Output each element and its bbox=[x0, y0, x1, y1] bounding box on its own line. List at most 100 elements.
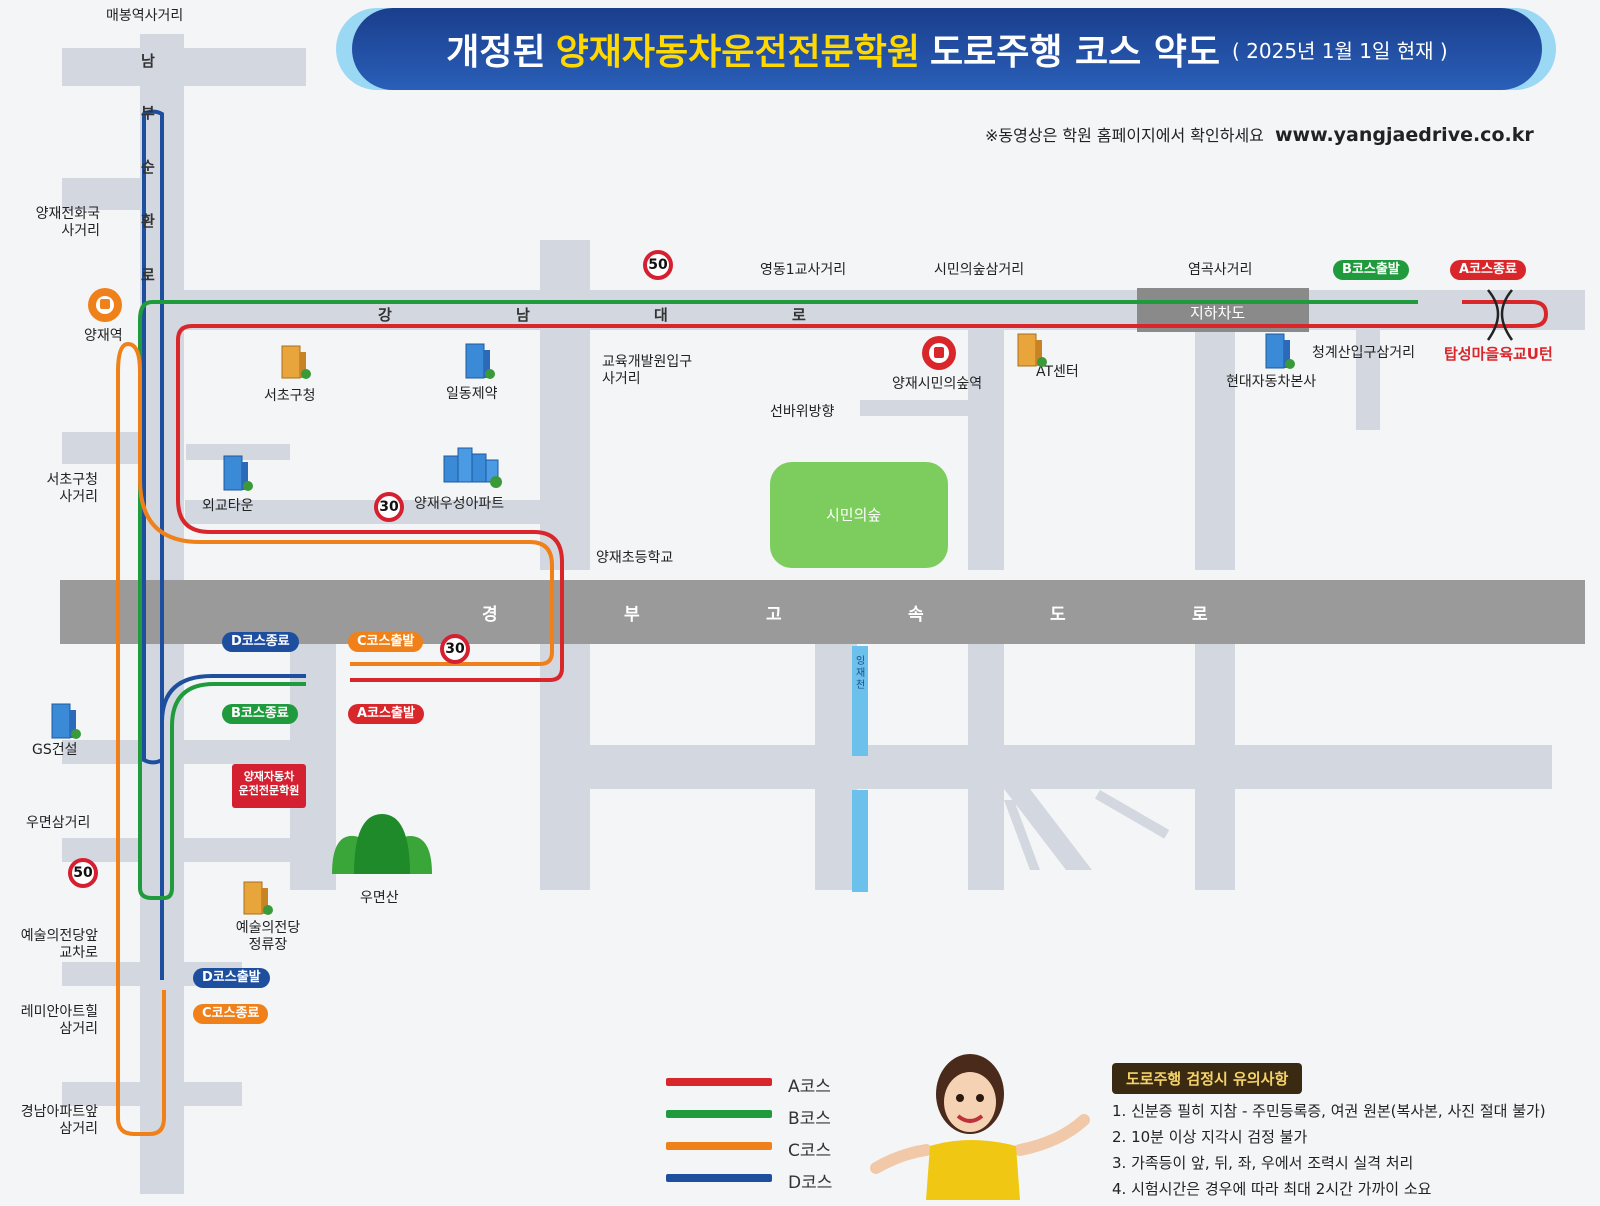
gyeongbu-char-3: 고 bbox=[766, 605, 782, 625]
building-icon bbox=[223, 455, 253, 491]
badge-b-start: B코스출발 bbox=[1333, 260, 1409, 280]
badge-d-start: D코스출발 bbox=[193, 968, 270, 988]
label-citizen-forest-station: 양재시민의숲역 bbox=[892, 376, 983, 392]
label-seocho-office: 서초구청 bbox=[264, 388, 316, 404]
label-citizen-forest: 시민의숲 bbox=[826, 506, 882, 524]
notice-title: 도로주행 검정시 유의사항 bbox=[1112, 1063, 1303, 1094]
badge-b-end: B코스종료 bbox=[222, 704, 298, 724]
label-elementary: 양재초등학교 bbox=[596, 550, 674, 566]
label-maebong-cross: 매봉역사거리 bbox=[106, 8, 184, 24]
notice-item-3: 3. 가족등이 앞, 뒤, 좌, 우에서 조력시 실격 처리 bbox=[1112, 1154, 1414, 1172]
nambu-char-3: 순 bbox=[141, 158, 155, 176]
gyeongbu-char-4: 속 bbox=[908, 605, 924, 625]
notice-item-4: 4. 시험시간은 경우에 따라 최대 2시간 가까이 소요 bbox=[1112, 1180, 1432, 1198]
label-at-center: AT센터 bbox=[1036, 364, 1079, 380]
yangjae-stream-south bbox=[852, 790, 868, 892]
instructor-character-icon bbox=[870, 1054, 1090, 1200]
label-raemian-cross: 레미안아트힐 삼거리 bbox=[20, 1004, 98, 1037]
label-ildong: 일동제약 bbox=[446, 386, 498, 402]
speed-limit-sign-icon: 30 bbox=[374, 492, 404, 522]
title-banner: 개정된 양재자동차운전전문학원 도로주행 코스 약도 ( 2025년 1월 1일… bbox=[352, 8, 1542, 90]
label-arts-center-cross: 예술의전당앞 교차로 bbox=[20, 928, 98, 961]
nambu-char-2: 부 bbox=[141, 104, 155, 122]
yangjae-stream bbox=[852, 646, 868, 756]
subway-station-icon bbox=[922, 336, 956, 370]
label-gyeongnam-cross: 경남아파트앞 삼거리 bbox=[20, 1104, 98, 1137]
label-tapseong-uturn: 탑성마을육교U턴 bbox=[1444, 345, 1553, 363]
course-d-route-end bbox=[160, 674, 306, 723]
building-icon bbox=[243, 881, 273, 915]
notice-item-1: 1. 신분증 필히 지참 - 주민등록증, 여권 원본(복사본, 사진 절대 불… bbox=[1112, 1102, 1546, 1120]
title-date: ( 2025년 1월 1일 현재 ) bbox=[1231, 38, 1448, 63]
course-c-route bbox=[116, 341, 554, 1136]
label-seocho-office-cross: 서초구청 사거리 bbox=[46, 472, 98, 505]
apartment-icon bbox=[443, 447, 502, 488]
legend-label-a: A코스 bbox=[788, 1077, 831, 1097]
badge-a-end: A코스종료 bbox=[1450, 260, 1526, 280]
badge-c-end: C코스종료 bbox=[193, 1004, 269, 1024]
badge-d-end: D코스종료 bbox=[222, 632, 299, 652]
gangnam-char-3: 대 bbox=[654, 306, 668, 324]
gangnam-char-1: 강 bbox=[378, 306, 392, 324]
legend-line-a bbox=[666, 1078, 772, 1086]
title-academy: 양재자동차운전전문학원 bbox=[555, 32, 920, 73]
speed-limit-sign-icon: 50 bbox=[68, 858, 98, 888]
legend-label-d: D코스 bbox=[788, 1173, 833, 1193]
legend-line-c bbox=[666, 1142, 772, 1150]
homepage-note-text: ※동영상은 학원 홈페이지에서 확인하세요 bbox=[985, 126, 1264, 145]
notice-item-2: 2. 10분 이상 지각시 검정 불가 bbox=[1112, 1128, 1308, 1146]
label-sunbawi: 선바위방향 bbox=[770, 404, 835, 420]
homepage-note: ※동영상은 학원 홈페이지에서 확인하세요 www.yangjaedrive.c… bbox=[985, 122, 1534, 146]
title-suffix: 도로주행 코스 약도 bbox=[929, 32, 1220, 73]
building-icon bbox=[465, 343, 495, 379]
label-citizen-forest-cross: 시민의숲삼거리 bbox=[934, 262, 1025, 278]
uturn-bridge-marker bbox=[1486, 289, 1514, 341]
label-yeongdong-cross: 영동1교사거리 bbox=[760, 262, 847, 278]
stream-label: 잉재천 bbox=[856, 656, 866, 691]
course-b-route bbox=[138, 300, 1418, 900]
legend-line-b bbox=[666, 1110, 772, 1118]
label-hyundai-hq: 현대자동차본사 bbox=[1226, 374, 1317, 390]
label-woosung-apt: 양재우성아파트 bbox=[414, 496, 505, 512]
nambu-char-4: 환 bbox=[141, 212, 155, 230]
gyeongbu-char-6: 로 bbox=[1192, 605, 1208, 625]
course-d-route bbox=[142, 109, 164, 980]
building-icon bbox=[1265, 333, 1295, 369]
label-cheonggye-cross: 청계산입구삼거리 bbox=[1312, 345, 1416, 361]
building-icon bbox=[281, 345, 311, 379]
gangnam-char-2: 남 bbox=[516, 306, 530, 324]
speed-limit-sign-icon: 30 bbox=[440, 634, 470, 664]
label-edu-cross: 교육개발원입구 사거리 bbox=[602, 354, 693, 387]
label-arts-stop: 예술의전당 정류장 bbox=[235, 920, 301, 953]
gangnam-char-4: 로 bbox=[792, 306, 806, 324]
gyeongbu-char-5: 도 bbox=[1050, 605, 1066, 625]
train-station-icon bbox=[88, 288, 122, 322]
badge-c-start: C코스출발 bbox=[348, 632, 424, 652]
badge-a-start: A코스출발 bbox=[348, 704, 424, 724]
website-link[interactable]: www.yangjaedrive.co.kr bbox=[1275, 124, 1534, 146]
legend-line-d bbox=[666, 1174, 772, 1182]
gyeongbu-expressway bbox=[60, 580, 1585, 644]
label-umyeonsan: 우면산 bbox=[360, 890, 399, 906]
underpass-label: 지하차도 bbox=[1190, 304, 1246, 322]
building-icon bbox=[51, 703, 81, 739]
speed-limit-sign-icon: 50 bbox=[643, 250, 673, 280]
gyeongbu-char-1: 경 bbox=[482, 605, 498, 625]
label-yangjae-station: 양재역 bbox=[84, 328, 123, 344]
course-a-route bbox=[176, 300, 1549, 682]
academy-logo: 양재자동차 운전전문학원 bbox=[232, 764, 306, 808]
nambu-char-5: 로 bbox=[141, 266, 155, 284]
legend-label-b: B코스 bbox=[788, 1109, 831, 1129]
mountain-icon bbox=[332, 814, 432, 874]
legend-label-c: C코스 bbox=[788, 1141, 832, 1161]
label-gs: GS건설 bbox=[32, 742, 78, 758]
label-umyeon-cross: 우면삼거리 bbox=[26, 815, 91, 831]
title-prefix: 개정된 bbox=[446, 32, 546, 73]
citizen-forest-park bbox=[770, 462, 948, 568]
nambu-char-1: 남 bbox=[141, 52, 155, 70]
label-yeomgok-cross: 염곡사거리 bbox=[1188, 262, 1253, 278]
building-icon bbox=[1017, 333, 1047, 367]
label-foreign-town: 외교타운 bbox=[202, 498, 254, 514]
